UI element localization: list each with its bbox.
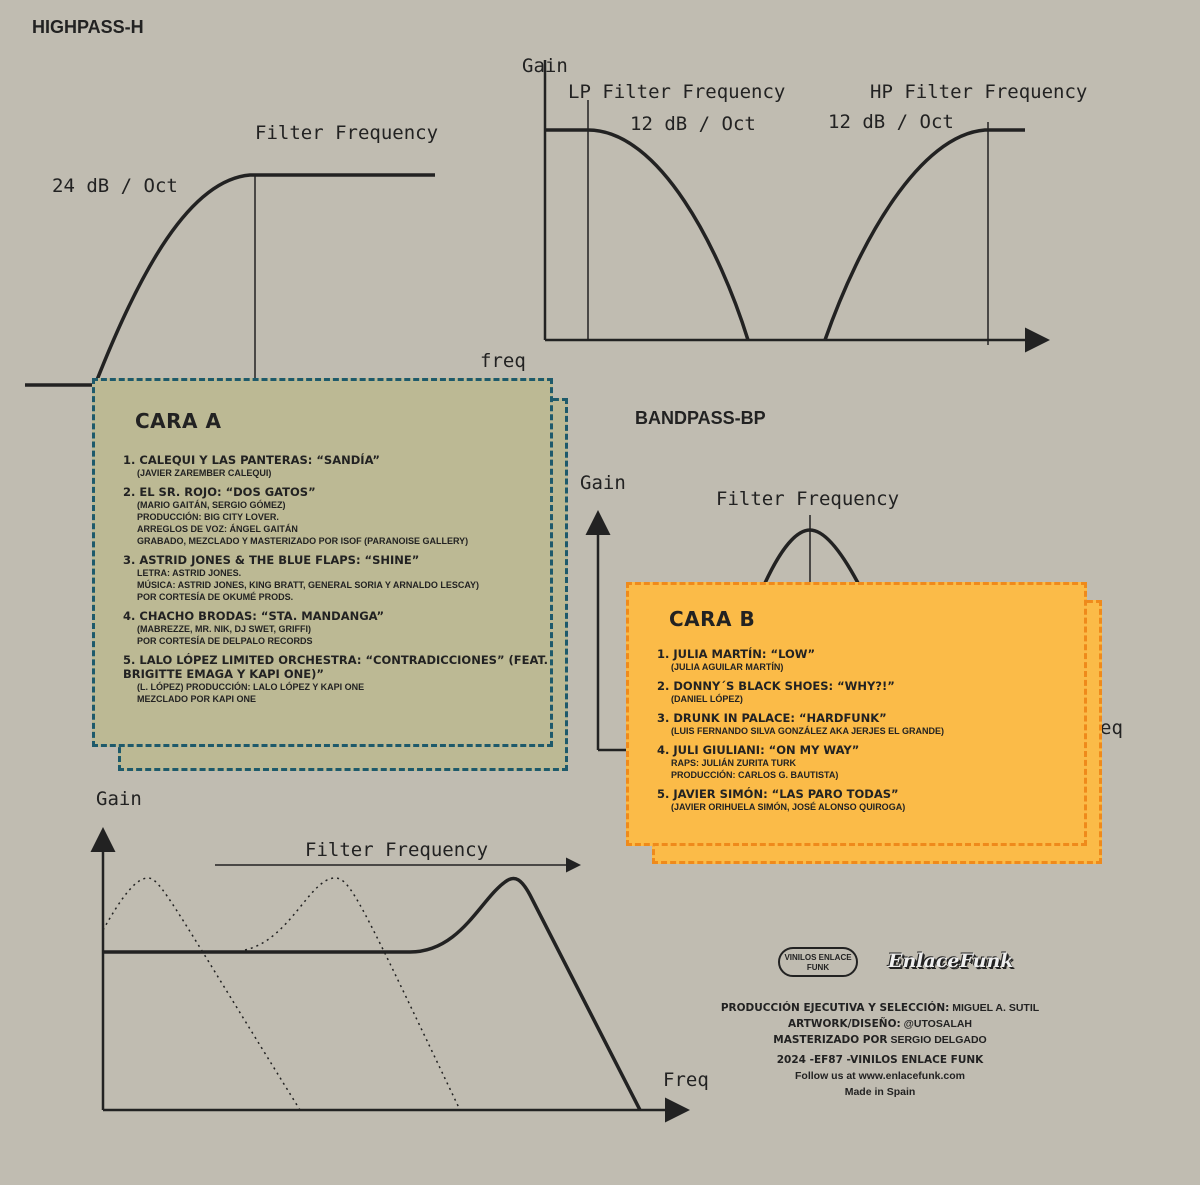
hp-filter-label: HP Filter Frequency (870, 81, 1087, 103)
bandpass-filter-label: Filter Frequency (716, 488, 899, 510)
catalog-number: 2024 -EF87 -VINILOS ENLACE FUNK (776, 1054, 984, 1066)
lp-hp-diagram (543, 60, 1050, 353)
resonance-x-label: Freq (663, 1069, 709, 1091)
exec-label: PRODUCCIÓN EJECUTIVA Y SELECCIÓN: (720, 1002, 950, 1014)
master-value: SERGIO DELGADO (890, 1034, 987, 1046)
side-a-title: CARA A (135, 409, 222, 433)
art-value: @UTOSALAH (903, 1018, 973, 1030)
vinilos-enlace-funk-logo: VINILOS ENLACE FUNK (778, 947, 858, 977)
track-item: 1. JULIA MARTÍN: “LOW”(JULIA AGUILAR MAR… (657, 647, 1084, 673)
track-item: 4. CHACHO BRODAS: “STA. MANDANGA”(MABREZ… (123, 609, 550, 647)
track-credit: (MARIO GAITÁN, SERGIO GÓMEZ) (137, 500, 286, 510)
highpass-title: HIGHPASS-H (32, 17, 144, 37)
track-item: 2. EL SR. ROJO: “DOS GATOS”(MARIO GAITÁN… (123, 485, 550, 547)
track-item: 5. JAVIER SIMÓN: “LAS PARO TODAS”(JAVIER… (657, 787, 1084, 813)
track-credit: MÚSICA: ASTRID JONES, KING BRATT, GENERA… (137, 580, 480, 590)
track-title: 5. LALO LÓPEZ LIMITED ORCHESTRA: “CONTRA… (123, 653, 548, 681)
track-item: 2. DONNY´S BLACK SHOES: “WHY?!”(DANIEL L… (657, 679, 1084, 705)
track-item: 4. JULI GIULIANI: “ON MY WAY”RAPS: JULIÁ… (657, 743, 1084, 781)
track-credit: PRODUCCIÓN: CARLOS G. BAUTISTA) (671, 770, 839, 780)
track-credit: RAPS: JULIÁN ZURITA TURK (671, 758, 796, 768)
bandpass-title: BANDPASS-BP (635, 408, 766, 428)
track-title: 3. DRUNK IN PALACE: “HARDFUNK” (657, 711, 887, 725)
track-credit: (DANIEL LÓPEZ) (671, 694, 743, 704)
track-credit: MEZCLADO POR KAPI ONE (137, 694, 257, 704)
track-credit: (JAVIER ORIHUELA SIMÓN, JOSÉ ALONSO QUIR… (671, 802, 906, 812)
track-title: 1. CALEQUI Y LAS PANTERAS: “SANDÍA” (123, 453, 380, 467)
side-b-card: CARA B 1. JULIA MARTÍN: “LOW”(JULIA AGUI… (626, 582, 1087, 846)
bandpass-x-label: eq (1100, 717, 1123, 739)
track-title: 4. CHACHO BRODAS: “STA. MANDANGA” (123, 609, 385, 623)
track-credit: ARREGLOS DE VOZ: ÁNGEL GAITÁN (137, 524, 298, 534)
track-credit: PRODUCCIÓN: BIG CITY LOVER. (137, 512, 279, 522)
hp-slope: 12 dB / Oct (828, 111, 954, 133)
track-title: 2. DONNY´S BLACK SHOES: “WHY?!” (657, 679, 895, 693)
track-credit: (JULIA AGUILAR MARTÍN) (671, 662, 784, 672)
track-credit: (LUIS FERNANDO SILVA GONZÁLEZ AKA JERJES… (671, 726, 945, 736)
track-credit: GRABADO, MEZCLADO Y MASTERIZADO POR ISOF… (137, 536, 469, 546)
credits-block: PRODUCCIÓN EJECUTIVA Y SELECCIÓN: MIGUEL… (720, 1000, 1040, 1100)
track-credit: LETRA: ASTRID JONES. (137, 568, 242, 578)
track-credit: (MABREZZE, MR. NIK, DJ SWET, GRIFFI) (137, 624, 311, 634)
track-credit: POR CORTESÍA DE OKUMÉ PRODS. (137, 592, 294, 602)
side-a-card: CARA A 1. CALEQUI Y LAS PANTERAS: “SANDÍ… (92, 378, 553, 747)
resonance-filter-label: Filter Frequency (305, 839, 488, 861)
highpass-slope: 24 dB / Oct (52, 175, 178, 197)
track-credit: (L. LÓPEZ) PRODUCCIÓN: LALO LÓPEZ Y KAPI… (137, 682, 365, 692)
resonance-diagram (90, 827, 690, 1123)
track-item: 3. DRUNK IN PALACE: “HARDFUNK”(LUIS FERN… (657, 711, 1084, 737)
track-title: 2. EL SR. ROJO: “DOS GATOS” (123, 485, 316, 499)
track-title: 5. JAVIER SIMÓN: “LAS PARO TODAS” (657, 787, 899, 801)
track-credit: (JAVIER ZAREMBER CALEQUI) (137, 468, 272, 478)
side-b-title: CARA B (669, 607, 756, 631)
resonance-gain-label: Gain (96, 788, 142, 810)
track-item: 1. CALEQUI Y LAS PANTERAS: “SANDÍA”(JAVI… (123, 453, 550, 479)
track-title: 4. JULI GIULIANI: “ON MY WAY” (657, 743, 860, 757)
track-item: 3. ASTRID JONES & THE BLUE FLAPS: “SHINE… (123, 553, 550, 603)
made-in: Made in Spain (844, 1086, 916, 1098)
track-title: 3. ASTRID JONES & THE BLUE FLAPS: “SHINE… (123, 553, 420, 567)
track-credit: POR CORTESÍA DE DELPALO RECORDS (137, 636, 313, 646)
track-item: 5. LALO LÓPEZ LIMITED ORCHESTRA: “CONTRA… (123, 653, 550, 705)
highpass-filter-label: Filter Frequency (255, 122, 438, 144)
exec-value: MIGUEL A. SUTIL (952, 1002, 1040, 1014)
lp-filter-label: LP Filter Frequency (568, 81, 785, 103)
enlace-funk-logo: EnlaceFunk (888, 950, 1014, 972)
master-label: MASTERIZADO POR (773, 1034, 888, 1046)
lp-hp-gain-label: Gain (522, 55, 568, 77)
bandpass-gain-label: Gain (580, 472, 626, 494)
highpass-x-label: freq (480, 350, 526, 372)
track-title: 1. JULIA MARTÍN: “LOW” (657, 647, 816, 661)
art-label: ARTWORK/DISEÑO: (787, 1018, 901, 1030)
highpass-diagram (25, 173, 435, 387)
follow-link[interactable]: Follow us at www.enlacefunk.com (795, 1070, 965, 1082)
lp-slope: 12 dB / Oct (630, 113, 756, 135)
